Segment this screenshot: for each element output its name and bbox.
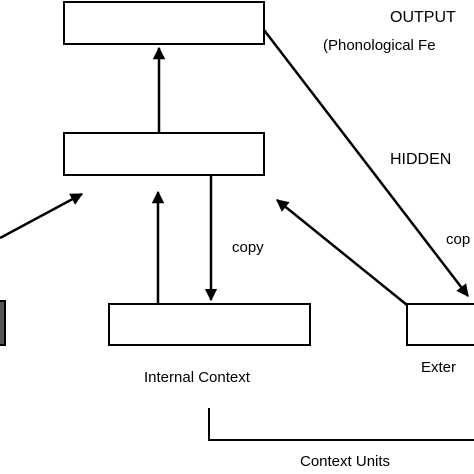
- output-sub-label: (Phonological Fe: [323, 37, 436, 54]
- copy-external-label: cop: [446, 231, 470, 248]
- internal-context-box: [108, 303, 311, 346]
- external-context-label: Exter: [421, 359, 456, 376]
- output-box: [63, 1, 265, 45]
- input-to-hidden-arrow: [0, 192, 84, 240]
- internal-context-label: Internal Context: [144, 369, 251, 386]
- hidden-box: [63, 132, 265, 176]
- copy-internal-label: copy: [232, 239, 264, 256]
- output-copy-to-external-context-arrow: [263, 29, 469, 297]
- hidden-label: HIDDEN: [390, 151, 451, 168]
- external-context-to-hidden-arrow: [276, 199, 408, 306]
- output-label: OUTPUT: [390, 9, 456, 26]
- context-units-bracket: [208, 408, 474, 441]
- input-box-partial: [0, 300, 6, 346]
- context-units-label: Context Units: [300, 453, 390, 470]
- external-context-box: [406, 303, 474, 346]
